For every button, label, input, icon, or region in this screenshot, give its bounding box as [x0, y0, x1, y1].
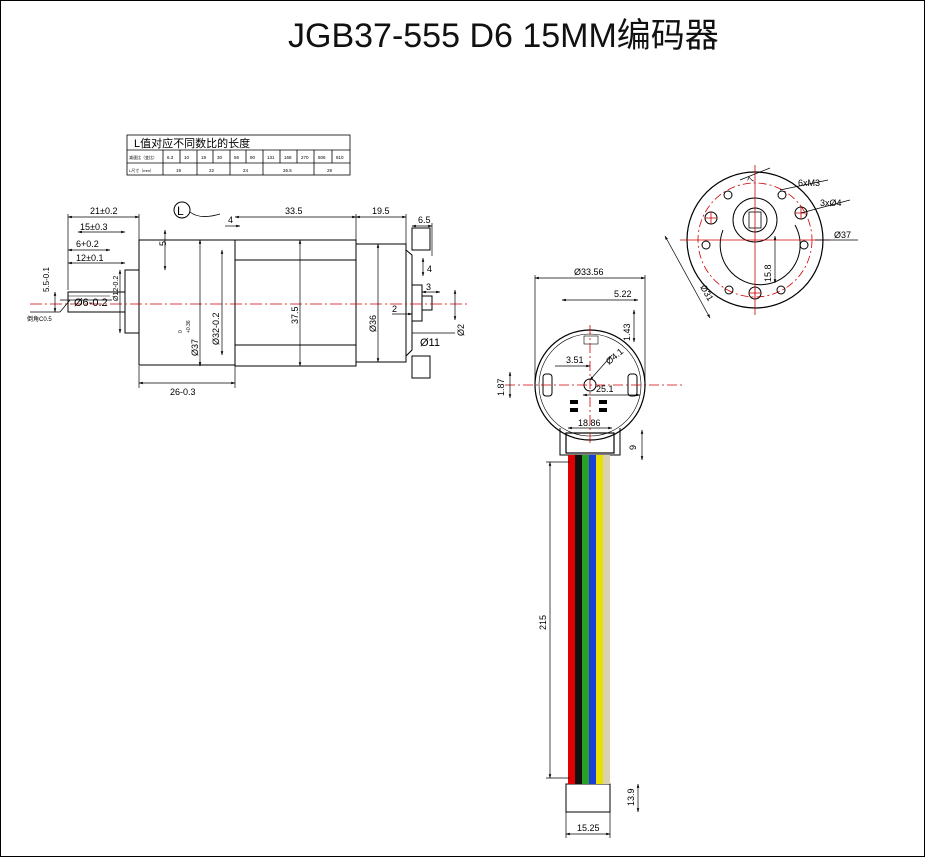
dim-21: 21±0.2: [90, 206, 117, 216]
chamfer-note: 倒角C0.5: [27, 315, 52, 323]
wire: [575, 455, 582, 784]
ratio-cell: 506: [318, 155, 326, 160]
dim-33-5: 33.5: [285, 206, 303, 216]
gearbox-front-view: [664, 165, 858, 319]
wire: [603, 455, 610, 784]
ratio-row-label: 减速比（变比）: [129, 154, 157, 160]
dim-6: 6+0.2: [76, 239, 99, 249]
wire: [582, 455, 589, 784]
ratio-table-heading: L值对应不同数比的长度: [134, 136, 250, 150]
dim-7: 7: [745, 176, 756, 184]
dim-25-1: 25.1: [596, 384, 614, 394]
dim-26: 26-0.3: [170, 387, 196, 397]
dim-2: 2: [392, 304, 397, 314]
wire: [589, 455, 596, 784]
ratio-cell: 10: [184, 155, 190, 160]
dim-19-5: 19.5: [372, 206, 390, 216]
dim-15: 15±0.3: [80, 222, 107, 232]
wire: [568, 455, 575, 784]
dim-4b: 4: [427, 264, 432, 274]
dim-4a: 4: [228, 215, 233, 225]
dim-18-86: 18.86: [578, 418, 601, 428]
dim-6-5: 6.5: [418, 215, 431, 225]
ratio-cell: 270: [301, 155, 309, 160]
ratio-cell: 131: [267, 155, 275, 160]
dim-phi37-tol-upper: 0: [178, 330, 184, 333]
length-row-label: L尺寸（mm）: [129, 167, 154, 173]
dim-6xm3: 6xM3: [798, 178, 820, 188]
dim-5-5: 5.5-0.1: [42, 267, 51, 292]
dim-1-43: 1.43: [622, 323, 632, 341]
dim-phi11: Ø11: [420, 337, 440, 349]
encoder-wires: [568, 455, 610, 784]
ratio-cell: 6.3: [167, 155, 174, 160]
page-title: JGB37-555 D6 15MM编码器: [288, 17, 719, 55]
ratio-cells: 6.3 10 19 30 56 90 131 168 270 506 810: [167, 155, 344, 160]
length-cell: 26.5: [283, 168, 292, 173]
dim-phi2: Ø2: [456, 324, 466, 336]
dim-15-8: 15.8: [763, 264, 773, 282]
dim-phi4-1: Ø4.1: [604, 346, 625, 366]
dim-phi37-main: Ø37: [190, 339, 200, 356]
side-dimension-lines: [30, 214, 457, 388]
wire: [596, 455, 603, 784]
dim-phi37-tol-lower: +0.36: [186, 320, 192, 333]
length-cell: 19: [176, 168, 182, 173]
dim-15-25: 15.25: [577, 823, 600, 833]
dim-9: 9: [628, 445, 638, 450]
ratio-cell: 810: [336, 155, 344, 160]
length-cell: 24: [243, 168, 249, 173]
callout-leader: [189, 211, 221, 217]
length-cell: 29: [327, 168, 333, 173]
length-cells: 19 22 24 26.5 29: [176, 168, 333, 173]
dim-phi31: Ø31: [698, 283, 715, 303]
dim-phi36: Ø36: [368, 315, 378, 332]
dim-phi33-56: Ø33.56: [574, 267, 604, 277]
ratio-table: [126, 134, 351, 176]
ratio-cell: 90: [250, 155, 256, 160]
callout-l-circle: [173, 201, 191, 219]
dim-37-5: 37.5: [290, 306, 300, 324]
length-cell: 22: [209, 168, 215, 173]
dim-5-22: 5.22: [614, 289, 632, 299]
dim-phi32: Ø32-0.2: [211, 312, 221, 345]
ratio-cell: 56: [234, 155, 240, 160]
motor-side-view: [67, 227, 433, 379]
ratio-cell: 19: [201, 155, 207, 160]
dim-3: 3: [426, 282, 431, 292]
callout-l-text: L: [177, 204, 184, 218]
dim-phi12: Ø12-0.2: [113, 276, 120, 301]
dim-phi37-front: Ø37: [834, 230, 851, 240]
dim-215: 215: [538, 615, 548, 630]
dim-5: 5: [158, 241, 168, 246]
dim-12: 12±0.1: [76, 253, 103, 263]
dim-1-87: 1.87: [496, 378, 506, 396]
dim-phi6: Ø6-0.2: [74, 297, 108, 309]
dim-3xphi4: 3xØ4: [820, 198, 842, 208]
dim-3-51: 3.51: [566, 355, 584, 365]
ratio-cell: 168: [284, 155, 292, 160]
encoder-dimension-lines: [508, 275, 646, 838]
ratio-cell: 30: [217, 155, 223, 160]
dim-13-9: 13.9: [626, 788, 636, 806]
